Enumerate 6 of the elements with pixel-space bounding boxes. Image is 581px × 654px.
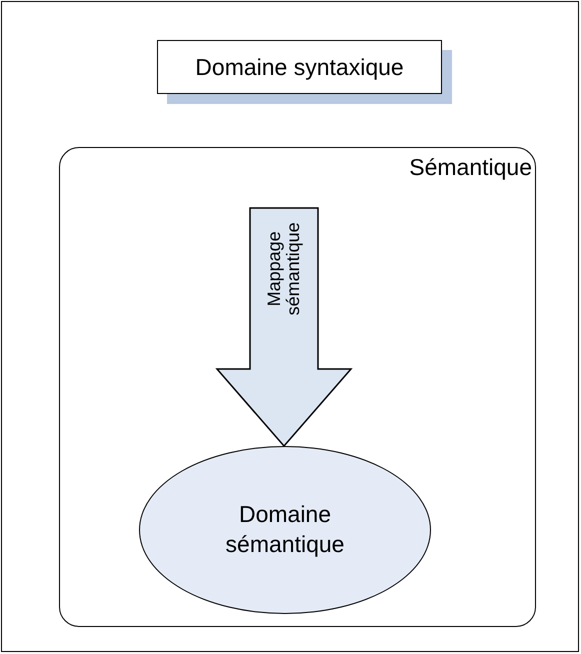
- group-box: [59, 147, 536, 627]
- block-arrow: [215, 207, 353, 448]
- edge-label: Mappage sémantique: [265, 221, 303, 318]
- group-label: Sémantique: [409, 154, 532, 181]
- node-label: Domaine sémantique: [224, 500, 346, 559]
- box-label: Domaine syntaxique: [195, 54, 404, 80]
